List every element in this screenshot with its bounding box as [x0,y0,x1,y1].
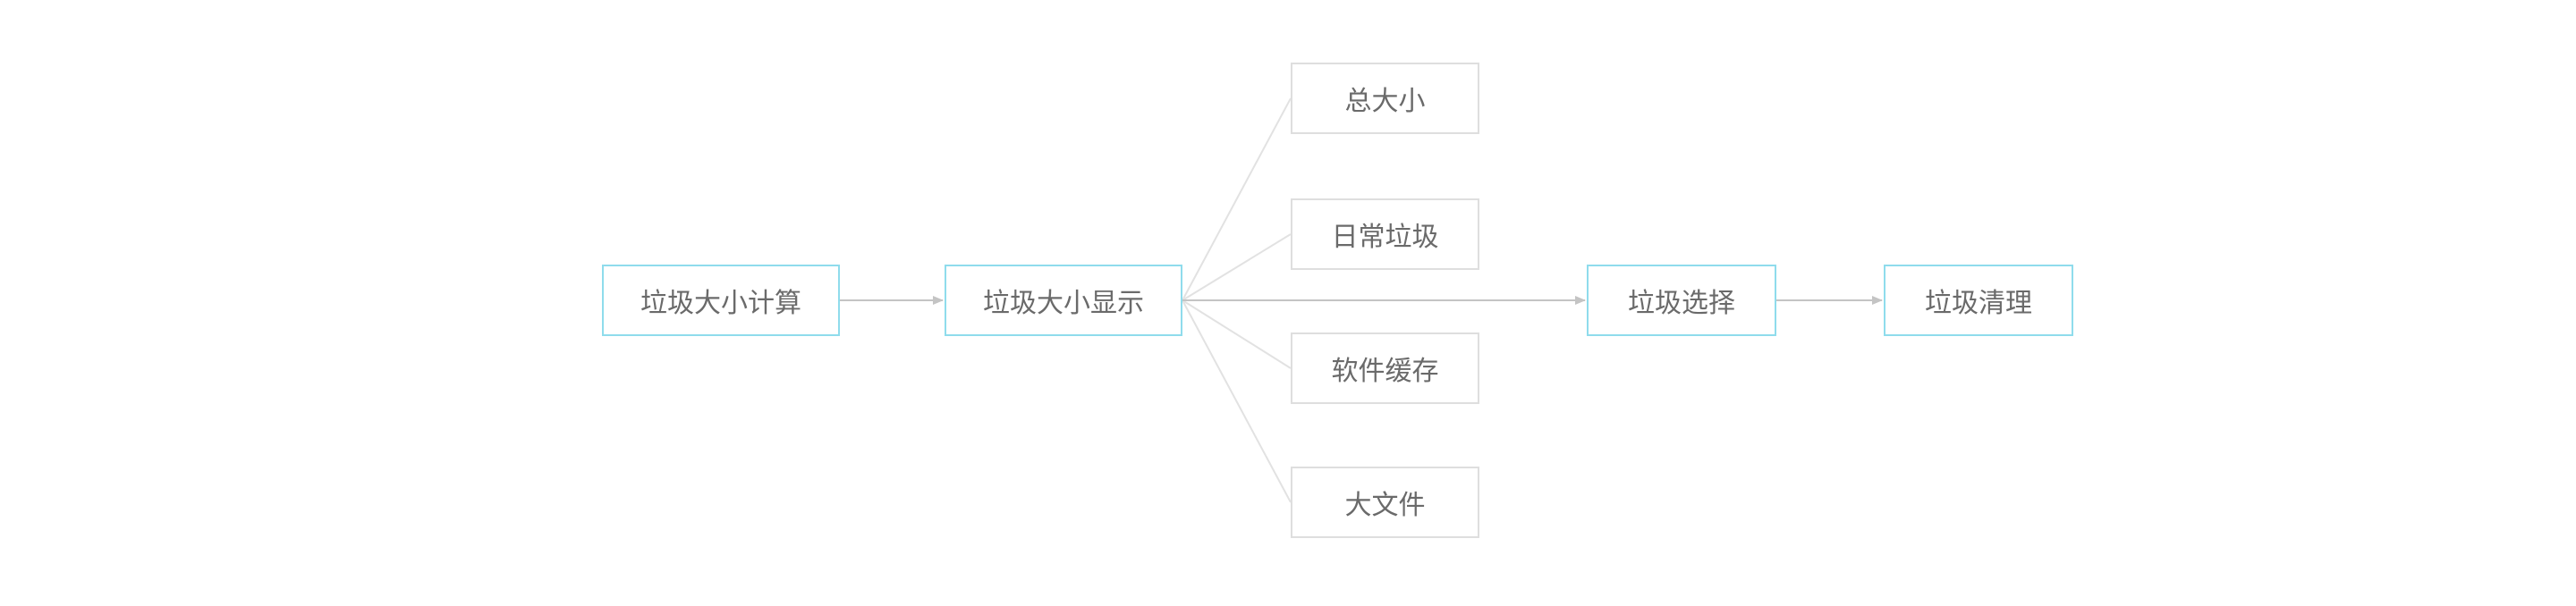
node-trash-select: 垃圾选择 [1587,265,1776,336]
node-large-files: 大文件 [1291,467,1479,538]
branch-line-total [1182,97,1292,301]
node-trash-clean: 垃圾清理 [1884,265,2073,336]
node-daily-trash: 日常垃圾 [1291,198,1479,270]
branch-line-large [1182,299,1292,503]
node-trash-size-display: 垃圾大小显示 [945,265,1182,336]
branch-line-cache [1182,299,1292,369]
branch-line-daily [1182,233,1292,301]
node-trash-size-calc: 垃圾大小计算 [602,265,840,336]
node-software-cache: 软件缓存 [1291,332,1479,404]
node-total-size: 总大小 [1291,63,1479,134]
